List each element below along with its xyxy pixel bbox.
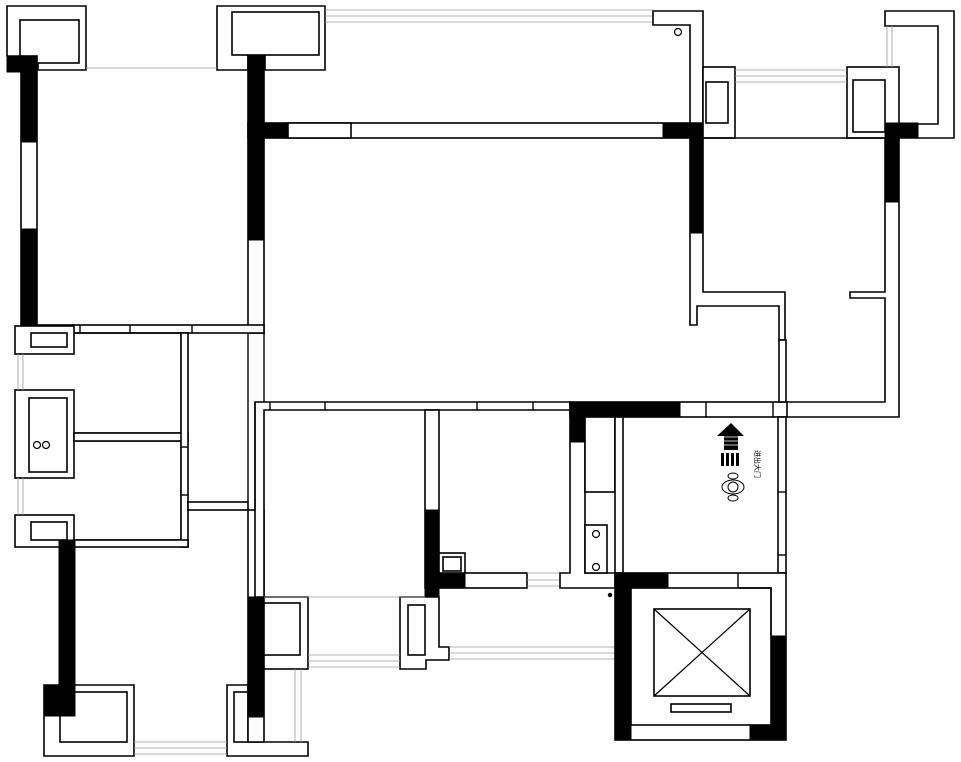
interior-wall xyxy=(73,432,189,442)
structural-column xyxy=(58,539,76,687)
partition-wall xyxy=(614,416,624,574)
corner-column-inner xyxy=(852,79,886,133)
partition-wall xyxy=(689,137,786,341)
structural-column xyxy=(569,416,586,443)
shoe-cabinet xyxy=(584,416,616,493)
living-room-top xyxy=(247,9,704,139)
corner-column-inner xyxy=(231,11,320,56)
bathrooms xyxy=(14,325,249,548)
sink-counter xyxy=(28,397,68,473)
top-right-room xyxy=(689,10,955,418)
corner-column-inner xyxy=(233,691,249,743)
shaft xyxy=(584,524,608,574)
structural-column xyxy=(884,122,919,139)
bathroom-outline xyxy=(74,332,182,434)
exterior-wall xyxy=(777,416,787,574)
structural-column xyxy=(424,572,466,589)
middle-bedroom xyxy=(254,401,571,742)
corner-column-inner xyxy=(30,332,68,348)
exterior-wall xyxy=(784,137,900,418)
elevator-door xyxy=(670,703,732,713)
structural-column xyxy=(770,635,787,726)
structural-column xyxy=(247,55,265,241)
structural-column xyxy=(749,724,787,741)
corner-column-inner xyxy=(705,81,729,124)
structural-column xyxy=(662,122,704,139)
corner-column-inner xyxy=(263,602,301,656)
living-room-walls xyxy=(247,333,265,510)
interior-wall xyxy=(73,539,189,548)
shaft-edge xyxy=(738,587,772,636)
structural-column xyxy=(569,401,681,418)
corner-column-inner xyxy=(407,604,426,656)
marker-dot xyxy=(607,592,613,598)
small-room xyxy=(424,409,616,660)
person-icon xyxy=(721,472,745,502)
drain-icon xyxy=(673,27,683,37)
corridor-wall xyxy=(187,501,249,511)
faucet-icon xyxy=(41,440,51,450)
interior-wall xyxy=(254,401,571,598)
bathroom-outline xyxy=(74,440,182,541)
structural-column xyxy=(614,572,669,589)
elevator-core xyxy=(607,572,787,741)
structural-column xyxy=(247,596,265,718)
structural-column xyxy=(614,587,632,741)
wall-segment xyxy=(287,122,352,139)
corner-column xyxy=(652,10,704,124)
pipe-icon xyxy=(591,529,601,539)
door-marker-icon xyxy=(721,453,739,466)
faucet-icon xyxy=(32,440,42,450)
corner-column-inner xyxy=(30,521,68,541)
shaft-inner xyxy=(442,556,462,572)
entrance-foyer: 进出大门 xyxy=(569,339,788,574)
interior-wall xyxy=(180,332,189,548)
structural-column xyxy=(20,228,38,329)
exterior-wall xyxy=(778,339,787,403)
pipe-icon xyxy=(591,562,601,572)
structural-column xyxy=(6,55,38,73)
elevator-icon xyxy=(653,608,751,697)
structural-column xyxy=(247,122,289,139)
entrance-label: 进出大门 xyxy=(753,450,762,478)
entry-arrow-icon xyxy=(717,423,744,450)
top-left-room xyxy=(6,5,326,334)
structural-column xyxy=(43,684,76,717)
structural-column xyxy=(884,137,900,203)
structural-column xyxy=(689,137,704,234)
